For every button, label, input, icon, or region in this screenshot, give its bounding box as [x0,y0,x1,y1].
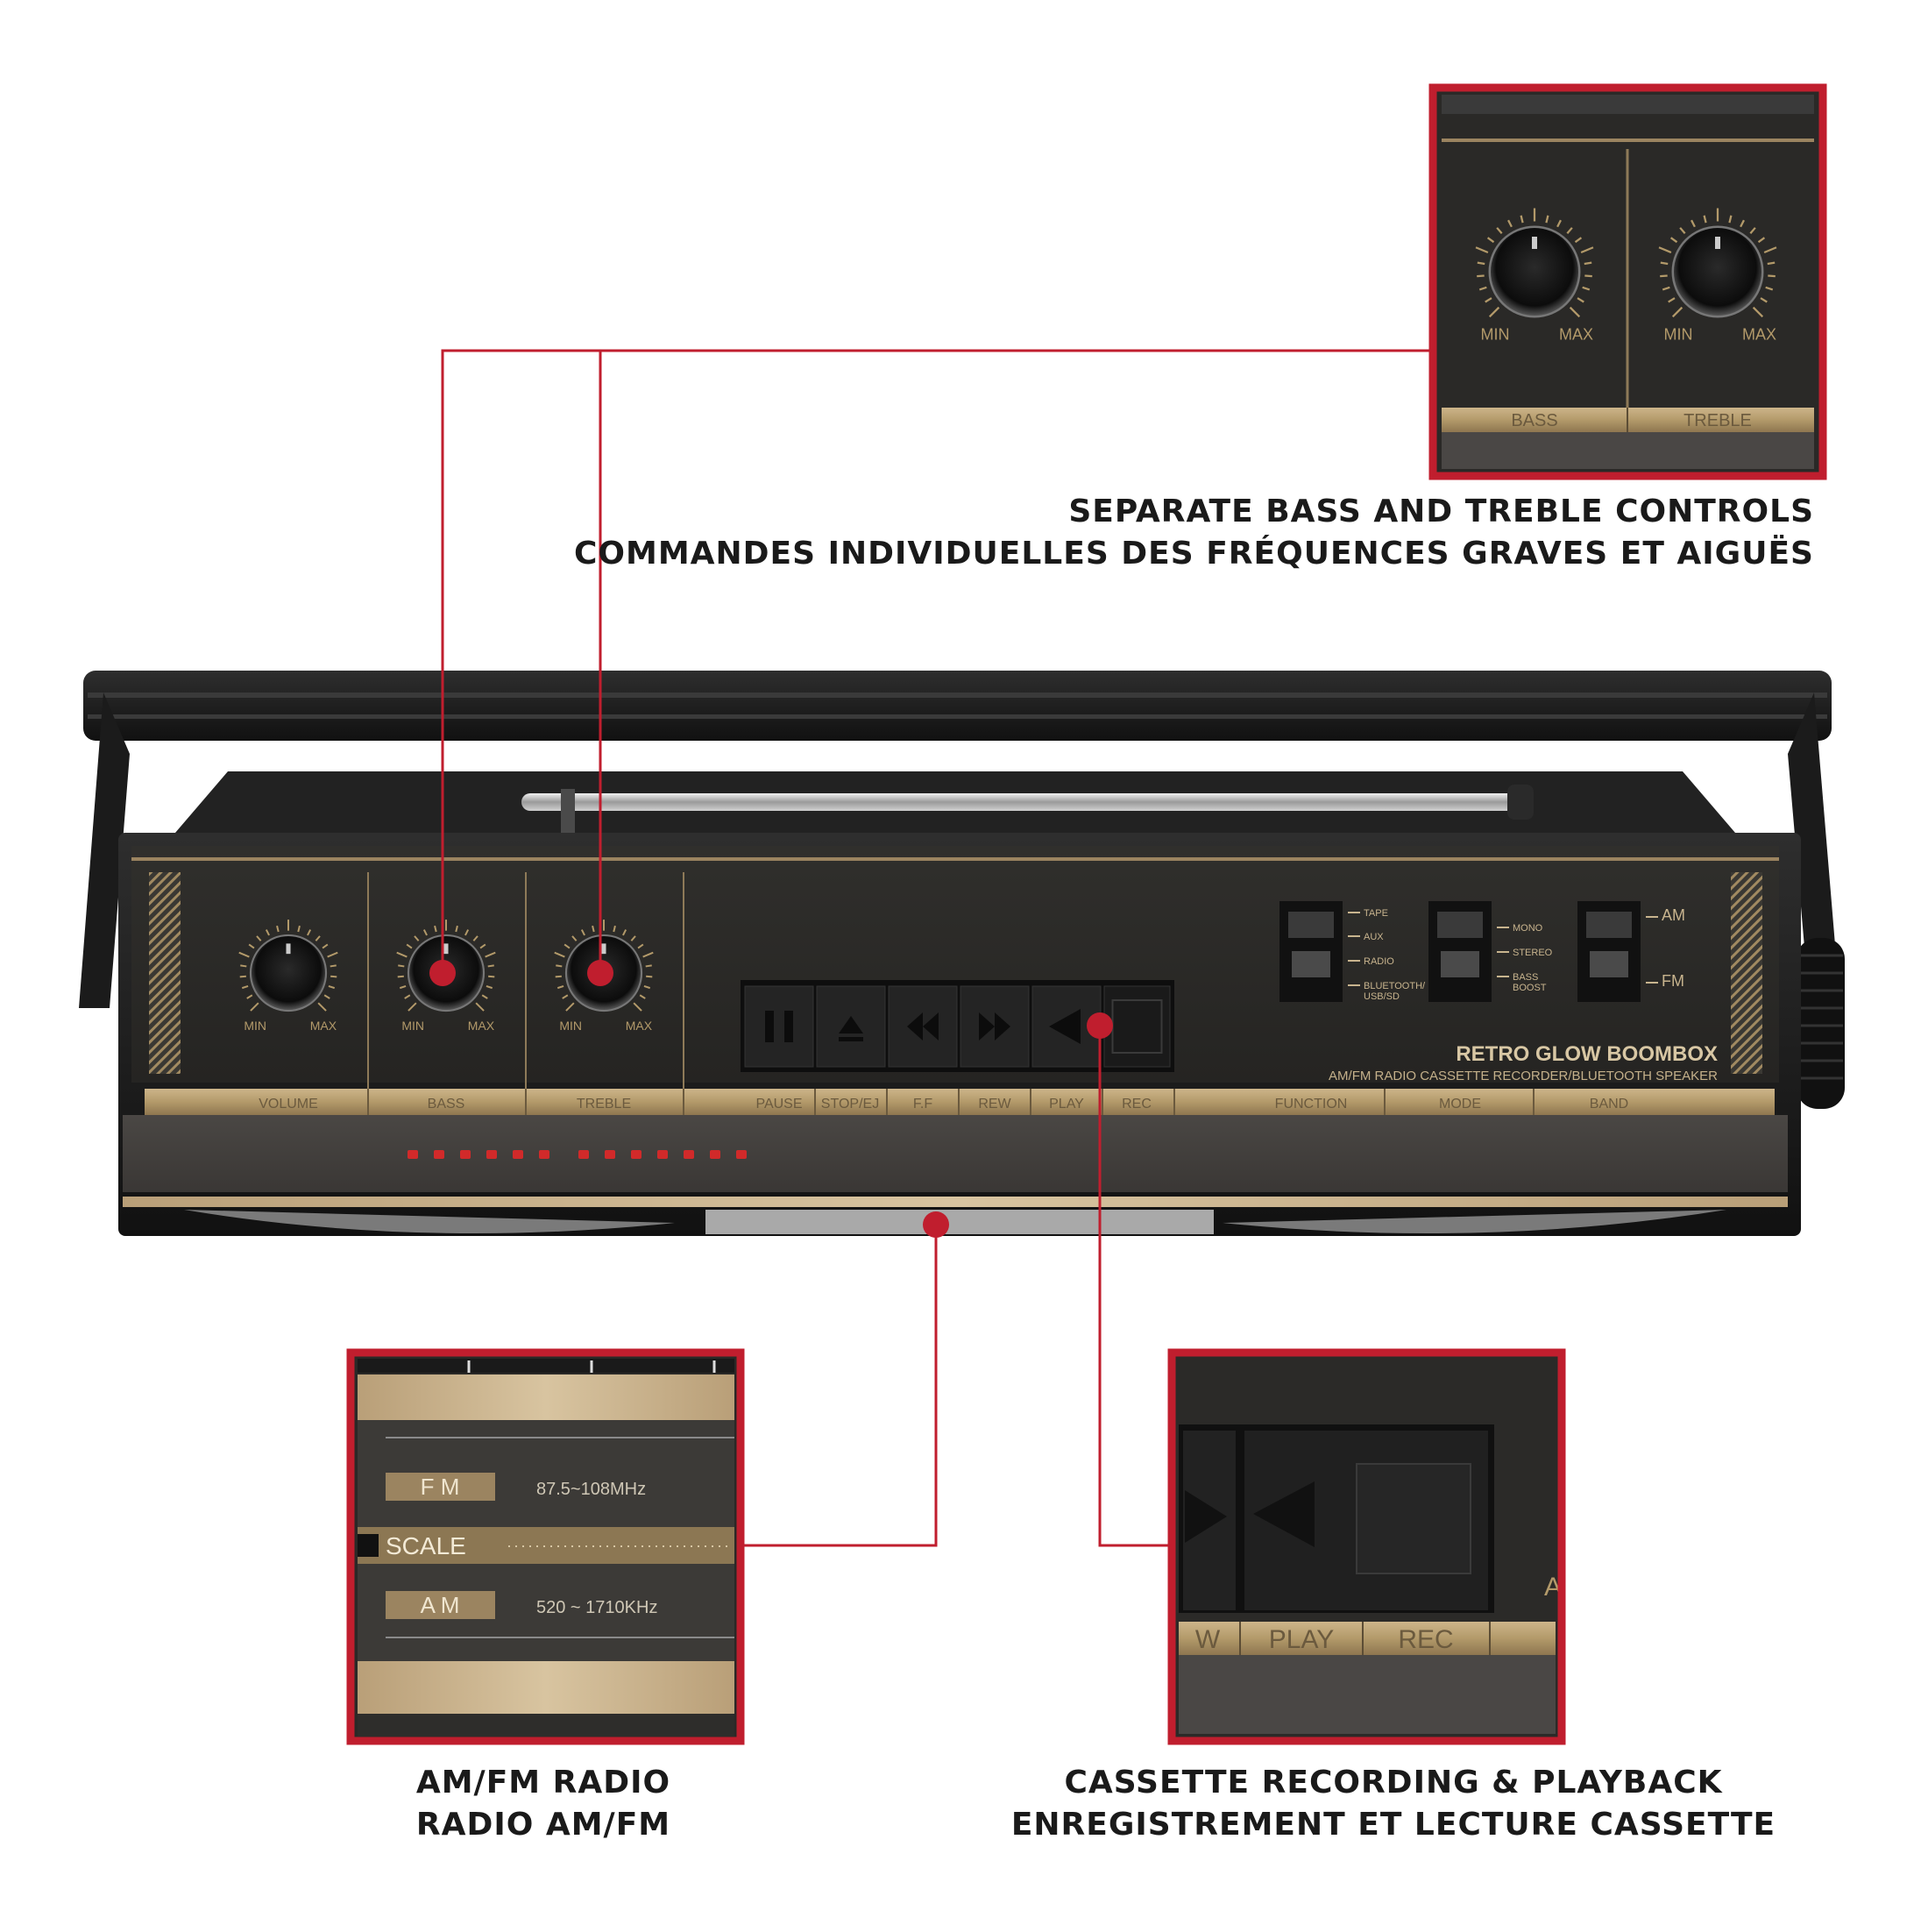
zoom-bass-treble: MIN MAX MIN MAX BASS TREBLE [1428,83,1827,480]
switch-option: MONO [1513,923,1543,934]
caption-radio-en: AM/FM RADIO [415,1765,671,1801]
switch-option: USB/SD [1364,991,1400,1002]
callout-lines [441,349,1433,1547]
transport-buttons [741,980,1174,1072]
rec-callout-dot [1087,1012,1113,1039]
rewind-button[interactable] [960,985,1030,1068]
min-label: MIN [401,1019,424,1033]
wood-trim [123,1197,1788,1207]
band-switch[interactable]: AM FM [1577,901,1685,1002]
stop-eject-label: STOP/EJ [821,1097,879,1112]
bass-label: BASS [428,1097,465,1112]
zoom-treble-knob[interactable]: MIN MAX [1658,208,1777,344]
radio-callout-dot [923,1211,949,1238]
play-label: PLAY [1049,1097,1084,1112]
function-switch[interactable]: TAPE AUX RADIO BLUETOOTH/USB/SD [1279,901,1426,1002]
cassette-window [123,1115,1788,1192]
caption-radio-fr: RADIO AM/FM [415,1807,671,1843]
brand-subtitle: AM/FM RADIO CASSETTE RECORDER/BLUETOOTH … [1329,1069,1718,1083]
volume-knob[interactable]: MIN MAX [238,920,338,1033]
record-button[interactable] [1103,985,1171,1068]
stop-eject-button[interactable] [816,985,886,1068]
left-hatch [149,872,181,1074]
bass-knob[interactable]: MIN MAX [396,920,496,1033]
treble-callout-dot [587,960,613,986]
caption-radio: AM/FM RADIO RADIO AM/FM [333,1762,754,1846]
right-speaker-edge [1223,1210,1726,1233]
switch-option: FM [1662,972,1684,990]
tuning-knob[interactable] [1797,938,1845,1109]
min-label: MIN [244,1019,266,1033]
zoom-cassette: A W PLAY REC [1167,1348,1566,1745]
min-label: MIN [1664,326,1693,344]
center-tab [705,1210,1214,1234]
led-meter [408,1150,747,1159]
scale-label: SCALE [386,1532,466,1559]
switch-option: STEREO [1513,948,1553,958]
caption-controls-fr: COMMANDES INDIVIDUELLES DES FRÉQUENCES G… [573,536,1814,572]
caption-cassette: CASSETTE RECORDING & PLAYBACK ENREGISTRE… [1008,1762,1779,1846]
edge-letter: A [1544,1573,1562,1602]
switch-option: BOOST [1513,983,1547,993]
switch-option: TAPE [1364,908,1388,919]
mode-label: MODE [1439,1097,1481,1112]
caption-cassette-en: CASSETTE RECORDING & PLAYBACK [1064,1765,1723,1801]
caption-controls-en: SEPARATE BASS AND TREBLE CONTROLS [1068,494,1814,529]
left-speaker-edge [184,1210,675,1233]
zoom-frame-controls [1428,83,1827,480]
rec-label: REC [1122,1097,1152,1112]
switch-option: AM [1662,906,1685,924]
switch-option: BASS [1513,972,1538,983]
carry-handle [79,671,1840,1008]
am-range: 520 ~ 1710KHz [536,1598,657,1617]
fm-range: 87.5~108MHz [536,1480,646,1499]
zoom-bass-label: BASS [1511,411,1557,430]
min-label: MIN [1481,326,1510,344]
zoom-frame-cassette [1167,1348,1566,1745]
switch-option: AUX [1364,932,1384,942]
callout-dots [429,960,1113,1238]
zoom-frame-radio [346,1348,745,1745]
antenna [521,785,1534,850]
brand-name: RETRO GLOW BOOMBOX [1456,1042,1718,1066]
switch-option: BLUETOOTH/ [1364,981,1426,991]
boombox: MIN MAX MIN MAX MIN MAX TAPE AUX RADIO BLUETOOTH… [79,671,1845,1236]
fm-label: F M [421,1474,460,1500]
band-label: BAND [1590,1097,1628,1112]
pause-label: PAUSE [755,1097,802,1112]
max-label: MAX [310,1019,337,1033]
pause-button[interactable] [744,985,814,1068]
caption-cassette-fr: ENREGISTREMENT ET LECTURE CASSETTE [1010,1807,1776,1843]
max-label: MAX [1742,326,1776,344]
knob-group: MIN MAX MIN MAX MIN MAX [238,920,654,1033]
zoom-treble-label: TREBLE [1683,411,1752,430]
caption-controls: SEPARATE BASS AND TREBLE CONTROLS COMMAN… [574,491,1814,575]
rew-label: REW [978,1097,1011,1112]
max-label: MAX [1559,326,1593,344]
max-label: MAX [468,1019,495,1033]
bass-callout-dot [429,960,456,986]
switch-group: TAPE AUX RADIO BLUETOOTH/USB/SD MONO STEREO BA… [1279,901,1685,1002]
treble-label: TREBLE [577,1097,631,1112]
ff-label: F.F [913,1097,932,1112]
cassette-label-play: PLAY [1269,1625,1335,1654]
zoom-radio: F M 87.5~108MHz SCALE A M 520 ~ 1710KHz [346,1348,745,1745]
cassette-label-rec: REC [1398,1625,1453,1654]
function-label: FUNCTION [1275,1097,1348,1112]
max-label: MAX [626,1019,653,1033]
volume-label: VOLUME [259,1097,318,1112]
fast-forward-button[interactable] [888,985,958,1068]
right-hatch [1731,872,1762,1074]
switch-option: RADIO [1364,956,1394,967]
zoom-bass-knob[interactable]: MIN MAX [1475,208,1594,344]
min-label: MIN [559,1019,582,1033]
am-label: A M [421,1592,460,1618]
cassette-label-w: W [1195,1625,1221,1654]
